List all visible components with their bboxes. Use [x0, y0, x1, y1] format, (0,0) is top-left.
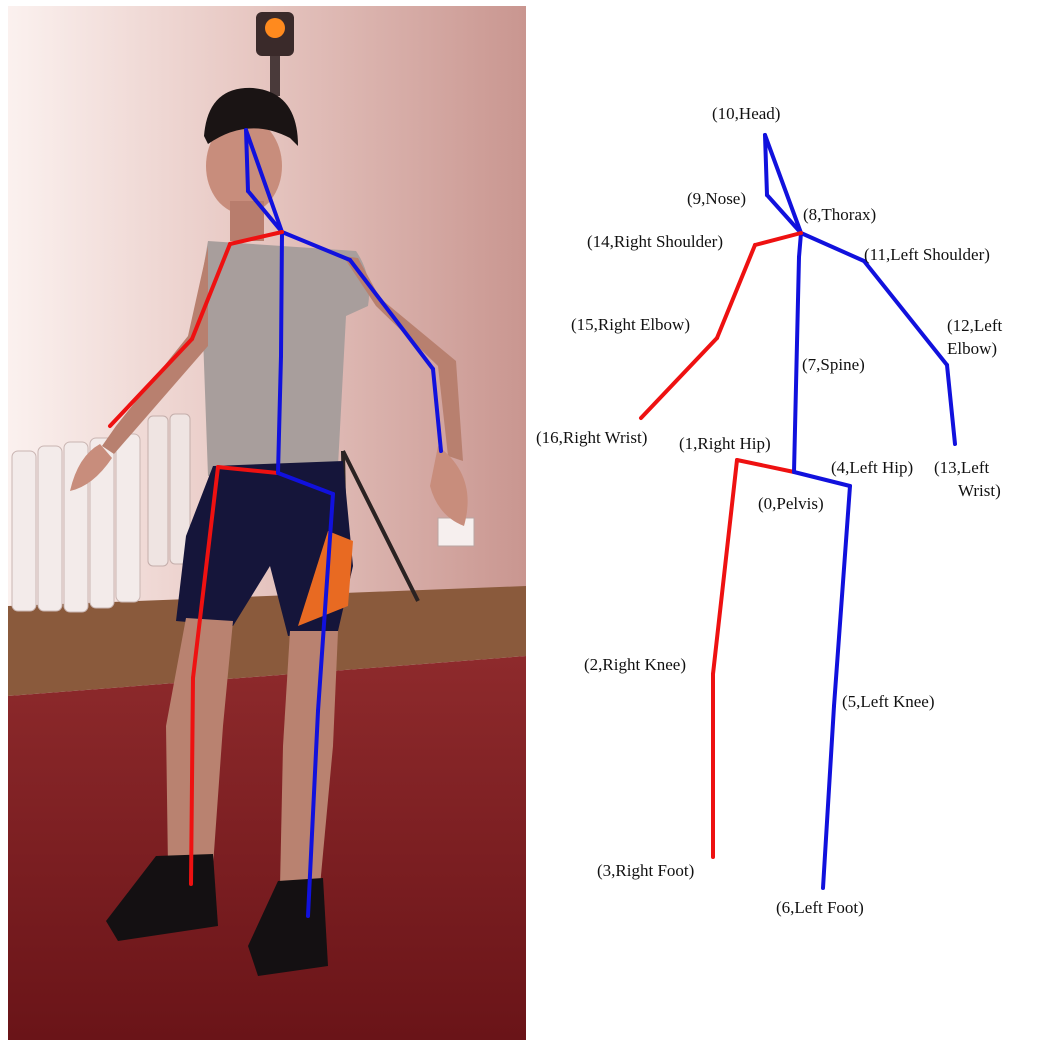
diagram-bone-12-13	[947, 365, 955, 444]
joint-label-right-hip: (1,Right Hip)	[679, 434, 771, 453]
photo-panel	[8, 6, 526, 1040]
joint-label-right-elbow: (15,Right Elbow)	[571, 315, 690, 334]
joint-label-left-foot: (6,Left Foot)	[776, 898, 864, 917]
joint-label-left-knee: (5,Left Knee)	[842, 692, 935, 711]
joint-label-left-hip: (4,Left Hip)	[831, 458, 913, 477]
diagram-bone-11-12	[864, 261, 947, 365]
skeleton-diagram-svg: (0,Pelvis) (1,Right Hip) (2,Right Knee) …	[527, 0, 1038, 1040]
joint-label-head: (10,Head)	[712, 104, 780, 123]
diagram-bone-0-7	[794, 257, 799, 472]
camera-mount	[270, 56, 280, 96]
joint-label-nose: (9,Nose)	[687, 189, 746, 208]
joint-label-right-shoulder: (14,Right Shoulder)	[587, 232, 723, 251]
diagram-bone-5-6	[823, 706, 834, 888]
joint-label-left-elbow: (12,Left Elbow)	[947, 316, 1006, 358]
joint-label-pelvis: (0,Pelvis)	[758, 494, 824, 513]
diagram-bone-15-16	[641, 338, 717, 418]
diagram-labels: (0,Pelvis) (1,Right Hip) (2,Right Knee) …	[536, 104, 1006, 917]
diagram-bone-4-5	[834, 486, 850, 706]
joint-label-right-knee: (2,Right Knee)	[584, 655, 686, 674]
diagram-bone-1-2	[713, 460, 737, 674]
diagram-bone-7-8	[799, 233, 801, 257]
diagram-bone-8-14	[755, 233, 801, 245]
subject-photo	[8, 6, 526, 1040]
photo-bone-2-3	[191, 678, 193, 884]
joint-label-left-shoulder: (11,Left Shoulder)	[864, 245, 990, 264]
joint-label-right-wrist: (16,Right Wrist)	[536, 428, 647, 447]
diagram-bone-0-1	[737, 460, 794, 472]
camera-light	[265, 18, 285, 38]
joint-label-right-foot: (3,Right Foot)	[597, 861, 694, 880]
skeleton-diagram: (0,Pelvis) (1,Right Hip) (2,Right Knee) …	[527, 0, 1038, 1040]
diagram-bone-8-11	[801, 233, 864, 261]
diagram-bone-14-15	[717, 245, 755, 338]
photo-bone-7-8	[281, 232, 282, 356]
joint-label-left-wrist: (13,Left Wrist)	[934, 458, 1001, 500]
joint-label-thorax: (8,Thorax)	[803, 205, 876, 224]
radiator-left	[12, 434, 140, 612]
diagram-bone-10-8	[765, 135, 801, 233]
carpet	[8, 656, 526, 1040]
joint-label-spine: (7,Spine)	[802, 355, 865, 374]
